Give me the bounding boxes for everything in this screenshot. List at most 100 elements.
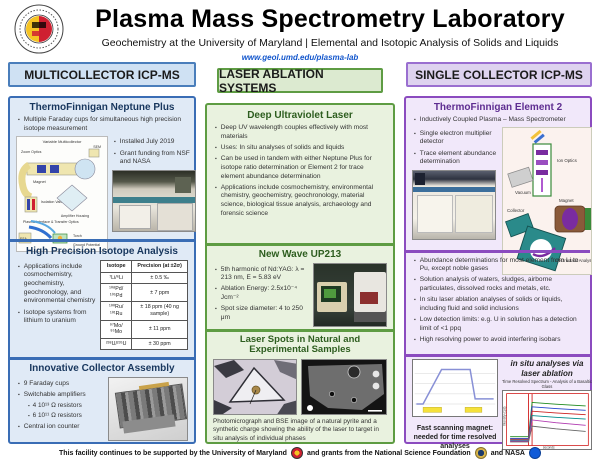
timing-window-marker xyxy=(464,407,483,413)
footer-text-3: and NASA xyxy=(490,449,525,457)
column-header-single-collector-label: SINGLE COLLECTOR ICP-MS xyxy=(415,67,583,82)
isotope-cell: ¹⁰⁸Pd/¹⁰⁵Pd xyxy=(99,283,133,303)
isotope-precision-table: Isotope Precision (at ±2σ) ⁷Li/⁶Li ± 0.5… xyxy=(99,260,188,351)
capability-bullet-2: Solution analysis of waters, sludges, ai… xyxy=(419,276,553,293)
element2-schematic: Ion Optics Vacuum Magnet Collector Elect… xyxy=(502,127,592,276)
fast-magnet-caption: Fast scanning magnet: needed for time re… xyxy=(413,425,497,450)
element2-bullet-2: Single electron multiplier detector xyxy=(419,129,492,146)
element2-capabilities-section: Abundance determinations for most elemen… xyxy=(412,254,584,347)
svg-text:Torch: Torch xyxy=(73,234,82,238)
lab-url-link[interactable]: www.geol.umd.edu/plasma-lab xyxy=(241,53,359,62)
neptune-title: ThermoFinnigan Neptune Plus xyxy=(29,102,175,113)
column-header-single-collector: SINGLE COLLECTOR ICP-MS xyxy=(406,62,592,87)
tr-x-axis-label: seconds xyxy=(543,446,555,450)
table-row: ¹⁰⁰Ru/¹⁰¹Ru ± 18 ppm (40 ng sample) xyxy=(99,301,188,321)
isotope-bullet-1: Applications include cosmochemistry, geo… xyxy=(23,262,96,305)
isotope-analysis-section: High Precision Isotope Analysis Applicat… xyxy=(16,244,188,351)
svg-text:Isolation Valve: Isolation Valve xyxy=(41,200,64,204)
isotope-analysis-title: High Precision Isotope Analysis xyxy=(26,246,178,257)
column-header-laser-ablation: LASER ABLATION SYSTEMS xyxy=(217,66,383,95)
isotope-cell: ⁷Li/⁶Li xyxy=(99,271,133,285)
deep-uv-bullet-4: Applications include cosmochemistry, env… xyxy=(220,183,374,217)
column-header-multicollector: MULTICOLLECTOR ICP-MS xyxy=(8,62,196,87)
isotope-cell: ¹⁰⁰Ru/¹⁰¹Ru xyxy=(99,301,133,321)
svg-text:Magnet: Magnet xyxy=(559,198,574,203)
left-divider-2 xyxy=(10,357,194,360)
svg-text:SEM: SEM xyxy=(93,145,101,149)
collector-assembly-section: Innovative Collector Assembly 9 Faraday … xyxy=(16,361,188,441)
tr-spectrum-title: in situ analyses via laser ablation xyxy=(510,359,584,378)
multicollector-panel: ThermoFinnigan Neptune Plus Multiple Far… xyxy=(8,96,196,444)
table-row: ²³⁸U/²³⁵U ± 30 ppm xyxy=(99,337,188,351)
capability-bullet-4: Low detection limits: e.g. U in solution… xyxy=(419,316,577,332)
table-row: ⁹⁷Mo/⁹⁵Mo ± 11 ppm xyxy=(99,319,188,339)
nasa-logo-icon xyxy=(528,447,541,459)
deep-uv-title: Deep Ultraviolet Laser xyxy=(247,110,353,121)
isotope-bullet-2: Isotope systems from lithium to uranium xyxy=(23,308,87,325)
single-collector-panel: ThermoFinnigan Element 2 Inductively Cou… xyxy=(404,96,592,451)
table-row: ⁷Li/⁶Li ± 0.5 ‰ xyxy=(99,271,188,285)
up213-bullet-1: 5th harmonic of Nd:YAG: λ = 213 nm, E = … xyxy=(220,265,305,282)
element2-instrument-photo xyxy=(412,169,496,240)
svg-text:Zoom Optics: Zoom Optics xyxy=(21,150,42,154)
deep-uv-bullet-1: Deep UV wavelength couples effectively w… xyxy=(220,124,368,140)
collector-assembly-title: Innovative Collector Assembly xyxy=(29,363,175,374)
time-resolved-spectrum-chart: seconds Intensity (cps) xyxy=(502,390,592,451)
isotope-trace xyxy=(510,419,586,442)
neptune-instrument-photo xyxy=(112,169,196,232)
isotope-trace xyxy=(510,406,586,440)
up213-section: New Wave UP213 5th harmonic of Nd:YAG: λ… xyxy=(213,247,387,327)
page-subtitle: Geochemistry at the University of Maryla… xyxy=(101,37,559,49)
neptune-bullet-2: Installed July 2019 xyxy=(119,138,175,146)
nsf-logo-icon xyxy=(474,447,487,459)
capability-bullet-3: In situ laser ablation analyses of solid… xyxy=(419,296,563,313)
isotope-trace xyxy=(510,402,586,438)
neptune-section: ThermoFinnigan Neptune Plus Multiple Far… xyxy=(16,100,196,252)
element2-bullet-1: Inductively Coupled Plasma – Mass Spectr… xyxy=(419,116,566,123)
tr-y-axis-label: Intensity (cps) xyxy=(503,407,507,427)
collector-sub-2: 6 10¹¹ Ω resistors xyxy=(32,411,82,419)
svg-text:ESA: ESA xyxy=(20,237,28,241)
tr-spectrum-subtitle: Time Resolved Spectrum - Analysis of a B… xyxy=(502,379,592,390)
laser-spots-caption: Photomicrograph and BSE image of a natur… xyxy=(213,417,379,442)
element2-title: ThermoFinnigan Element 2 xyxy=(433,102,563,113)
up213-title: New Wave UP213 xyxy=(258,249,342,260)
neptune-schematic: Variable Multicollector SEM Zoom Optics … xyxy=(16,135,108,252)
isotope-trace xyxy=(510,415,586,441)
right-divider-1 xyxy=(406,250,590,253)
capability-bullet-5: High resolving power to avoid interferin… xyxy=(419,336,561,344)
up213-laser-photo xyxy=(313,263,387,327)
deep-uv-section: Deep Ultraviolet Laser Deep UV wavelengt… xyxy=(213,108,387,221)
footer: This facility continues to be supported … xyxy=(0,447,600,459)
element2-bullet-3: Trace element abundance determination xyxy=(419,149,497,166)
left-divider-1 xyxy=(10,239,194,242)
up213-bullet-3: Spot size diameter: 4 to 250 μm xyxy=(220,305,303,322)
isotope-cell: ⁹⁷Mo/⁹⁵Mo xyxy=(99,319,133,339)
precision-cell: ± 11 ppm xyxy=(131,319,188,339)
precision-cell: ± 30 ppm xyxy=(131,337,188,351)
page-title: Plasma Mass Spectrometry Laboratory xyxy=(95,5,565,33)
up213-bullet-2: Ablation Energy: 2.5x10⁻⁴ Jcm⁻² xyxy=(220,285,298,302)
precision-cell: ± 0.5 ‰ xyxy=(131,271,188,285)
column-header-laser-ablation-label: LASER ABLATION SYSTEMS xyxy=(219,66,324,95)
collector-sub-1: 4 10¹³ Ω resistors xyxy=(32,401,82,409)
precision-cell: ± 18 ppm (40 ng sample) xyxy=(131,301,188,321)
isotope-cell: ²³⁸U/²³⁵U xyxy=(99,337,133,351)
laser-ablation-panel: Deep Ultraviolet Laser Deep UV wavelengt… xyxy=(205,103,395,444)
isotope-trace xyxy=(510,410,586,440)
middle-divider-1 xyxy=(207,243,393,246)
middle-divider-2 xyxy=(207,329,393,332)
isotope-trace xyxy=(510,425,586,443)
right-divider-2 xyxy=(406,354,590,357)
collector-bullet-2: Switchable amplifiers xyxy=(23,390,86,398)
deep-uv-bullet-3: Can be used in tandem with either Neptun… xyxy=(220,155,372,180)
neptune-bullet-1: Multiple Faraday cups for simultaneous h… xyxy=(23,116,182,132)
pyrite-photomicrograph xyxy=(213,358,297,415)
svg-text:Amplifier Housing: Amplifier Housing xyxy=(61,214,89,218)
fast-magnet-chart xyxy=(412,359,498,417)
svg-text:Magnet: Magnet xyxy=(33,180,47,184)
precision-cell: ± 7 ppm xyxy=(131,283,188,303)
laser-spots-section: Laser Spots in Natural and Experimental … xyxy=(213,333,387,443)
svg-text:Ground Potential: Ground Potential xyxy=(73,243,100,247)
laser-spots-title: Laser Spots in Natural and Experimental … xyxy=(239,334,361,356)
